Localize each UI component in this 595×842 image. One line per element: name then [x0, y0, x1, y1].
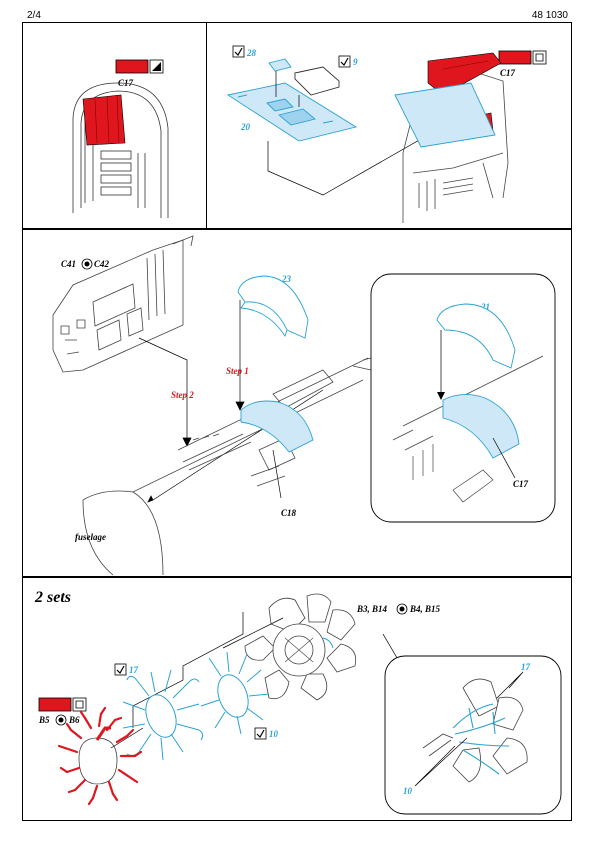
callout-b6-label: B6: [68, 715, 80, 725]
inset-callout-c17-label: C17: [513, 479, 529, 489]
inset-part-21-label: 21: [480, 302, 490, 312]
callout-c42-label: C42: [94, 259, 110, 269]
part-10-label: 10: [269, 729, 279, 739]
part-23-shape: [237, 275, 309, 339]
ignition-harness-10: [200, 651, 270, 735]
product-code: 48 1030: [531, 10, 568, 21]
assembly-lines-bottom: [132, 612, 284, 728]
callout-c41-c42: C41 C42: [61, 258, 110, 270]
red-crankcase-part: [57, 706, 144, 806]
callout-c41-label: C41: [61, 259, 76, 269]
part-9-shape: [294, 66, 340, 96]
radial-engine: [244, 593, 357, 701]
fuselage-label: fuselage: [75, 532, 106, 542]
part-9-label: 9: [353, 57, 358, 67]
cockpit-side-panel: [52, 235, 194, 373]
panel-bottom: 2 sets B3, B14 B4, B15: [22, 577, 572, 821]
panel-top-drawing: C17 28 9: [72, 45, 547, 223]
callout-right-label: C17: [500, 68, 516, 78]
part-17-callout: 17: [114, 663, 139, 676]
panel-top: C17 28 9: [22, 22, 572, 229]
part-10-callout: 10: [254, 727, 279, 740]
inset-detail-middle: 21 C17: [370, 273, 556, 523]
part-28-callout: 28: [232, 45, 257, 58]
assembly-lines-middle: [138, 300, 324, 503]
color-callout-b5-b6: B5 B6: [38, 697, 87, 726]
color-callout-right: C17: [498, 50, 547, 78]
part-17-label: 17: [129, 665, 139, 675]
color-callout-left: C17: [115, 59, 164, 88]
cyan-floor-panel: [394, 82, 496, 148]
step-1-label: Step 1: [226, 366, 249, 376]
red-armor-plate: [82, 94, 126, 146]
inset-part-17-label: 17: [521, 662, 531, 672]
panel-middle: C41 C42 Step 1 Step 2 23: [22, 229, 572, 577]
canopy-glass-middle: [240, 400, 314, 453]
part-9-callout: 9: [338, 55, 358, 68]
part-20-label: 20: [240, 122, 251, 132]
part-28-label: 28: [246, 48, 257, 58]
callout-c18-label: C18: [281, 508, 297, 518]
page-number: 2/4: [27, 10, 41, 21]
ignition-harness-17: [122, 669, 204, 761]
callout-b3-b4: B3, B14 B4, B15: [356, 603, 441, 615]
sets-title: 2 sets: [34, 589, 71, 606]
callout-b4-label: B4, B15: [409, 604, 441, 614]
inset-part-10-label: 10: [403, 786, 413, 796]
step-2-label: Step 2: [171, 390, 194, 400]
callout-b5-label: B5: [38, 715, 50, 725]
inset-detail-bottom: 17 10: [384, 655, 562, 815]
part-23-label: 23: [281, 274, 292, 284]
cockpit-frame-left: [72, 82, 169, 218]
panel-bottom-drawing: 2 sets B3, B14 B4, B15: [34, 589, 562, 815]
panel-divider: [206, 23, 207, 228]
callout-b3-label: B3, B14: [356, 604, 388, 614]
part-20-shape: [226, 82, 358, 142]
panel-middle-drawing: C41 C42 Step 1 Step 2 23: [52, 235, 556, 576]
fuselage-body: [82, 357, 372, 576]
part-28-shape: [268, 58, 292, 72]
